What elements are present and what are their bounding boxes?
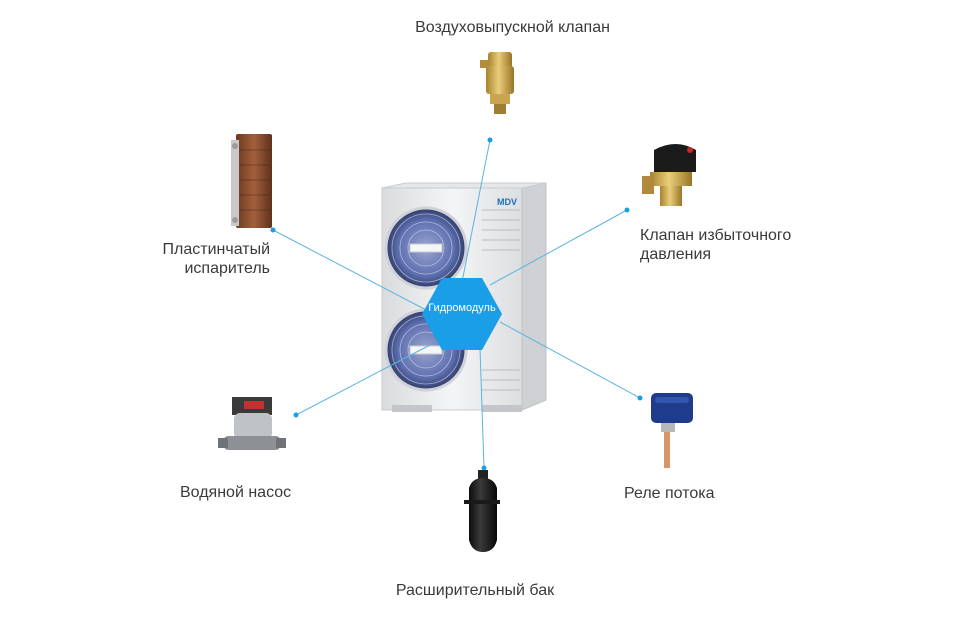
air-vent-valve-icon	[480, 52, 514, 114]
connector-line	[499, 321, 641, 399]
connector-lines	[272, 139, 641, 469]
pressure-relief-valve-icon	[642, 144, 696, 206]
connector-line	[489, 209, 628, 286]
flow-switch-icon	[651, 393, 693, 468]
connector-dot	[293, 412, 299, 418]
water-pump-label: Водяной насос	[180, 484, 292, 501]
relief-valve-label-line1: Клапан избыточного	[640, 227, 792, 244]
plate-evaporator-label-line1: Пластинчатый	[162, 241, 270, 258]
plate-evaporator-icon	[231, 134, 272, 228]
connector-dot	[487, 137, 493, 143]
connector-line	[461, 139, 491, 283]
flow-switch-label: Реле потока	[624, 485, 715, 502]
connector-line	[272, 229, 431, 313]
connector-dot	[624, 207, 630, 213]
plate-evaporator-label: Пластинчатый испаритель	[120, 240, 270, 278]
connector-dot	[270, 227, 276, 233]
expansion-tank-icon	[464, 470, 500, 552]
hydro-module-label: Гидромодуль	[428, 302, 496, 314]
plate-evaporator-label-line2: испаритель	[184, 260, 270, 277]
air-vent-valve-label: Воздуховыпускной клапан	[415, 19, 610, 36]
connector-line	[295, 344, 431, 416]
relief-valve-label-line2: давления	[640, 246, 712, 263]
brand-logo: MDV	[497, 197, 517, 207]
expansion-tank-label: Расширительный бак	[395, 582, 555, 599]
outdoor-unit: MDV	[381, 182, 547, 412]
connector-line	[479, 347, 485, 469]
hydro-module-hexagon	[422, 278, 502, 350]
connector-dot	[637, 395, 643, 401]
water-pump-icon	[218, 397, 286, 450]
fan-icon	[384, 206, 468, 290]
connector-dot	[481, 465, 487, 471]
relief-valve-label: Клапан избыточного давления	[640, 226, 840, 264]
